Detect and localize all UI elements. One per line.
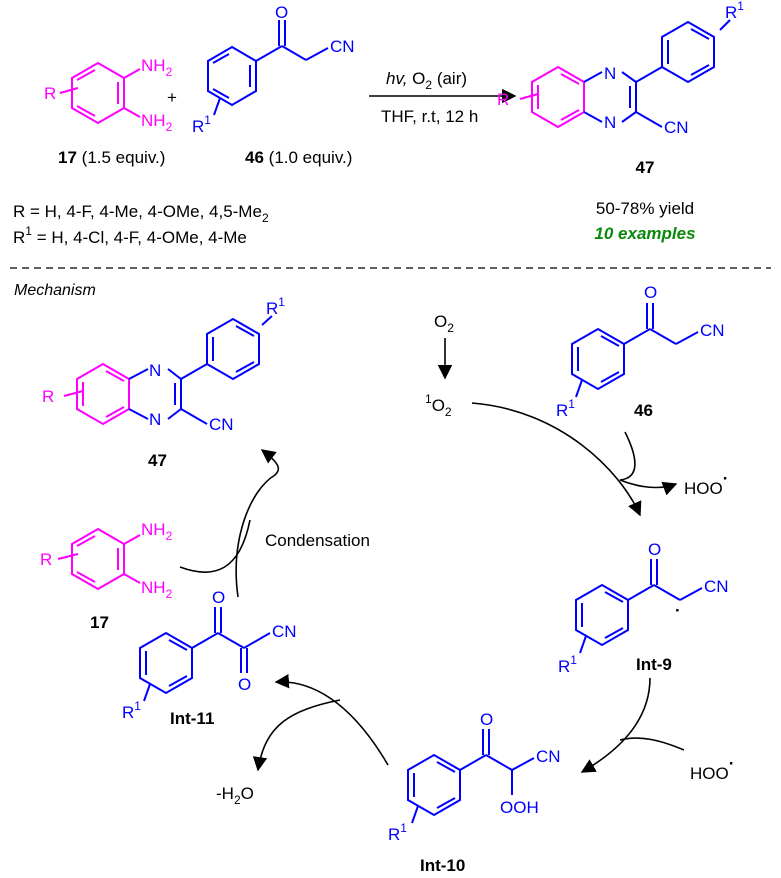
- oxygen-label: O2: [434, 312, 454, 335]
- hoo-radical-label: HOO·: [684, 469, 728, 498]
- int-10-label: Int-10: [420, 856, 465, 875]
- nitrile-label: CN: [664, 118, 689, 137]
- nitrile-label: CN: [330, 37, 355, 56]
- carbonyl-oxygen-label: O: [644, 283, 657, 302]
- water-loss-label: -H2O: [216, 784, 254, 807]
- r1-substituent-label: R1: [192, 113, 211, 136]
- conditions-line1: hv, O2 (air): [386, 69, 467, 92]
- carbonyl-oxygen-label: O: [275, 3, 288, 22]
- condensation-label: Condensation: [265, 531, 370, 550]
- nitrile-label: CN: [272, 622, 297, 641]
- ring-nitrogen-label: N: [149, 361, 161, 380]
- r1-substituent-label: R1: [388, 821, 407, 844]
- amine-label: NH2: [141, 56, 173, 79]
- r-substituent-label: R: [497, 90, 509, 109]
- ring-nitrogen-label: N: [149, 410, 161, 429]
- amine-label: NH2: [141, 520, 173, 543]
- product-47-structure: [519, 19, 731, 129]
- r-substituent-label: R: [40, 550, 52, 569]
- nitrile-label: CN: [209, 415, 234, 434]
- r-substituent-label: R: [42, 387, 54, 406]
- carbonyl-oxygen-label: O: [212, 588, 225, 607]
- oxidation-arrow: [471, 402, 642, 517]
- amine-label: NH2: [141, 578, 173, 601]
- compound-17-caption: 17 (1.5 equiv.): [58, 148, 165, 167]
- r1-substituent-label: R1: [122, 699, 141, 722]
- hoo-radical-label: HOO·: [690, 754, 734, 783]
- r1-substituent-label: R1: [556, 397, 575, 420]
- carbon-radical-dot: ·: [675, 601, 681, 620]
- r1-scope-text: R1 = H, 4-Cl, 4-F, 4-OMe, 4-Me: [13, 224, 247, 247]
- mech-product-47-structure: [63, 315, 273, 426]
- radical-coupling-arrow: [580, 677, 651, 773]
- int-11-label: Int-11: [170, 709, 214, 728]
- yield-text: 50-78% yield: [596, 199, 694, 218]
- dehydration-arrow: [274, 674, 389, 766]
- r1-substituent-label: R1: [725, 0, 744, 22]
- diamine-entry-arrow: [179, 519, 251, 573]
- r-scope-text: R = H, 4-F, 4-Me, 4-OMe, 4,5-Me2: [13, 202, 269, 225]
- mech-47-id: 47: [148, 451, 167, 470]
- compound-17-structure: [59, 61, 141, 125]
- singlet-oxygen-label: 1O2: [425, 392, 452, 419]
- ring-nitrogen-label: N: [604, 113, 616, 132]
- nitrile-label: CN: [704, 577, 729, 596]
- carbonyl-oxygen-label: O: [648, 540, 661, 559]
- hoo-addition-arrow: [619, 737, 685, 751]
- mech-17-id: 17: [90, 613, 109, 632]
- conditions-line2: THF, r.t, 12 h: [381, 107, 478, 126]
- compound-46-structure: [207, 20, 329, 116]
- ring-nitrogen-label: N: [604, 64, 616, 83]
- hydroperoxy-label: OOH: [500, 798, 539, 817]
- compound-46-caption: 46 (1.0 equiv.): [245, 148, 352, 167]
- int-9-structure: [575, 559, 703, 654]
- r1-substituent-label: R1: [266, 295, 285, 318]
- int-9-label: Int-9: [636, 655, 672, 674]
- nitrile-label: CN: [700, 321, 725, 340]
- mech-compound-46-structure: [571, 303, 699, 398]
- r1-substituent-label: R1: [558, 653, 577, 676]
- carbonyl-oxygen-label: O: [480, 710, 493, 729]
- int-10-structure: [407, 729, 535, 824]
- carbonyl-oxygen-label: O: [238, 675, 251, 694]
- product-47-id: 47: [636, 158, 655, 177]
- mech-46-id: 46: [634, 401, 653, 420]
- condensation-arrow: [235, 449, 280, 598]
- hoo-release-arrow: [619, 431, 678, 496]
- mechanism-title: Mechanism: [14, 282, 96, 299]
- r-substituent-label: R: [44, 84, 56, 103]
- int-11-structure: [139, 607, 271, 702]
- nitrile-label: CN: [536, 747, 561, 766]
- water-loss-arrow: [252, 699, 341, 772]
- plus-sign: +: [167, 88, 177, 107]
- mech-compound-17-structure: [57, 527, 141, 591]
- examples-count: 10 examples: [594, 224, 695, 243]
- amine-label: NH2: [141, 111, 173, 134]
